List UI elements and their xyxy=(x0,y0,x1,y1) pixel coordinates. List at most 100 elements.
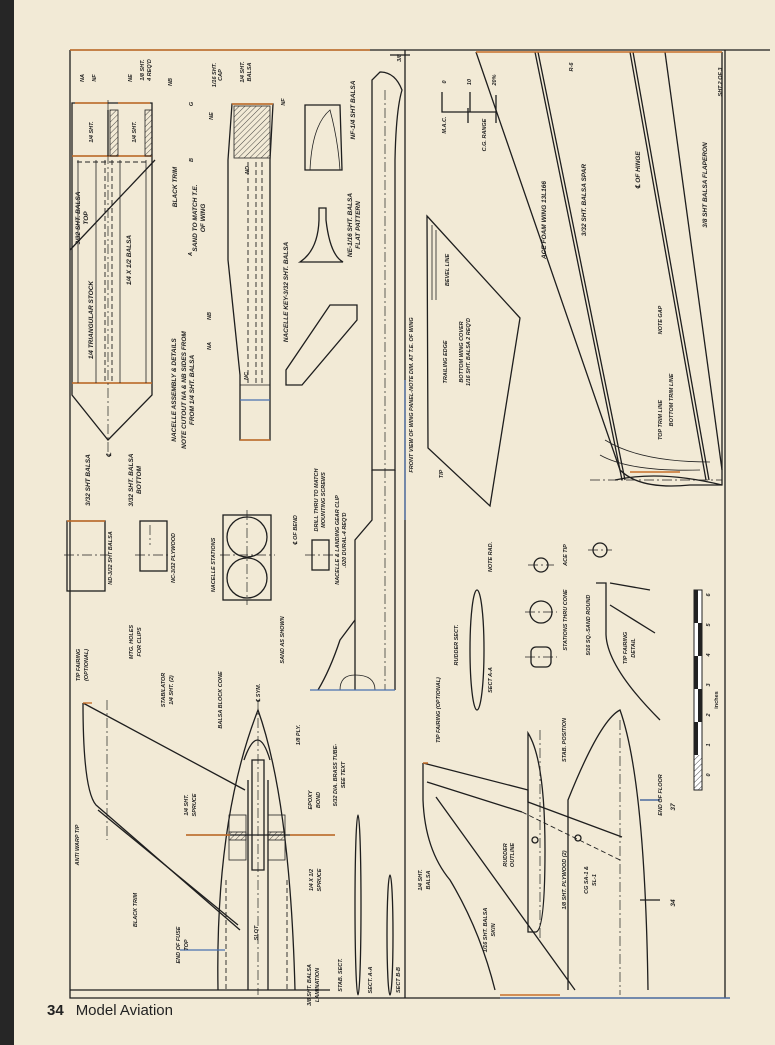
cone-stations xyxy=(525,542,612,668)
page-number: 34 xyxy=(47,1002,64,1019)
label-nb-2: NB xyxy=(207,312,213,320)
label-note-1: NOTE CUTOUT NA & NB SIDES FROM xyxy=(181,331,188,449)
fin-rudder-side-view xyxy=(422,709,660,996)
label-flaperon: 3/8 SHT BALSA FLAPERON xyxy=(702,142,709,228)
label-mac: M.A.C. xyxy=(442,116,448,134)
label-quarter-sht-2: 1/4 SHT. xyxy=(132,121,138,143)
label-rudder-sect: RUDDER SECT. xyxy=(454,624,460,665)
label-top-trim: TOP TRIM LINE xyxy=(658,400,664,440)
label-r6: R-6 xyxy=(569,62,575,72)
label-assembly-title: NACELLE ASSEMBLY & DETAILS xyxy=(171,338,178,442)
scale-bar xyxy=(693,589,703,791)
scale-tick-2: 2 xyxy=(706,713,712,717)
fuselage-tail-top-view xyxy=(70,700,335,995)
scale-tick-1: 1 xyxy=(706,743,712,746)
label-ne: NE xyxy=(128,74,134,82)
label-dim-3-8: 3/8 xyxy=(397,53,403,62)
label-spruce2-1: 1/4 X 1/2 xyxy=(309,869,315,891)
label-mac-20: 20% xyxy=(492,74,498,86)
nd-part xyxy=(64,520,108,592)
label-a: A xyxy=(188,252,194,257)
label-sym: ℄ SYM. xyxy=(255,683,262,702)
scale-tick-4: 4 xyxy=(706,653,712,657)
scale-tick-5: 5 xyxy=(706,623,712,627)
label-note-rad: NOTE RAD. xyxy=(488,541,494,572)
label-quarter-half-balsa: 1/4 X 1/2 BALSA xyxy=(126,235,133,286)
labels-bottom-left: ND-3/32 SHT BALSA NC-3/32 PLYWOOD MTG. H… xyxy=(75,468,402,1006)
label-nd-part: ND-3/32 SHT BALSA xyxy=(108,531,114,585)
label-b: B xyxy=(189,158,195,162)
scale-unit: inches xyxy=(714,691,720,708)
label-mac-10: 10 xyxy=(467,79,473,85)
label-sand-2: OF WING xyxy=(200,204,207,233)
mac-cg-indicator xyxy=(441,92,497,123)
rudder-section xyxy=(469,589,485,711)
label-brass-1: 5/32 DIA. BRASS TUBE- xyxy=(333,744,339,807)
label-triangular-stock: 1/4 TRIANGULAR STOCK xyxy=(88,280,95,360)
nacelle-top-view xyxy=(69,100,156,455)
stab-sections xyxy=(354,814,394,996)
label-sect-bb: SECT B-B xyxy=(396,967,402,993)
label-cover-2: 1/16 SHT. BALSA 2 REQ'D xyxy=(466,318,472,386)
label-sand-round: 5/16 SQ.-SAND ROUND xyxy=(586,595,592,656)
label-sect-aa: SECT. A-A xyxy=(368,967,374,994)
label-quarter-sht-1: 1/4 SHT. xyxy=(89,121,95,143)
fuselage-top-view xyxy=(310,50,410,998)
label-tip-fairing-1: TIP FAIRING xyxy=(76,648,82,681)
landing-gear-clip xyxy=(305,539,335,571)
sheet-number: SHT.2 OF 3 xyxy=(718,68,724,97)
label-nd: ND xyxy=(245,166,251,174)
label-nb: NB xyxy=(168,78,174,86)
label-anti-warp: ANTI WARP TIP xyxy=(75,824,81,866)
label-stabilator-1: STABILATOR xyxy=(161,673,167,708)
label-side-balsa-2: BALSA xyxy=(247,63,253,82)
label-clip-2: .020 DURAL-4 REQ'D xyxy=(342,512,348,567)
label-nc: NC xyxy=(244,371,250,380)
label-rudder-outline-2: OUTLINE xyxy=(510,843,516,867)
label-cap-1: 1/16 SHT. xyxy=(212,62,218,87)
label-nacelle-stations: NACELLE STATIONS xyxy=(211,537,217,592)
label-g: G xyxy=(189,101,195,106)
label-stabilator-2: 1/4 SHT. (2) xyxy=(169,675,175,705)
label-nf: NF xyxy=(92,74,98,82)
label-epoxy-2: BOND xyxy=(316,792,322,808)
label-spar: 3/32 SHT. BALSA SPAR xyxy=(581,164,588,236)
label-bottom-trim: BOTTOM TRIM LINE xyxy=(669,373,675,426)
ne-part xyxy=(297,207,344,263)
label-note-gap: NOTE GAP xyxy=(658,305,664,334)
scale-tick-3: 3 xyxy=(706,683,712,686)
nf-part xyxy=(304,104,343,171)
labels-wing: M.A.C. 0 10 20% C.G. RANGE R-6 SHT.2 OF … xyxy=(409,62,724,479)
label-drill-2: MOUNTING SCREWS xyxy=(321,472,327,528)
label-nf-part: NF-1/4 SHT BALSA xyxy=(350,80,357,139)
label-brass-2: SEE TEXT xyxy=(341,761,347,788)
nacelle-side-view xyxy=(227,103,274,441)
label-tip-detail-1: TIP FAIRING xyxy=(623,631,629,664)
label-bottom: BOTTOM xyxy=(136,465,143,494)
label-stab-position: STAB. POSITION xyxy=(562,717,568,762)
label-spruce-1: 1/4 SHT. xyxy=(184,794,190,816)
label-cap-2: CAP xyxy=(218,69,224,81)
label-sand-1: SAND TO MATCH T.E. xyxy=(192,184,199,251)
label-lam-1: 3/8 SHT. BALSA xyxy=(307,964,313,1006)
label-top-balsa: 3/32 SHT. BALSA xyxy=(75,191,82,244)
label-balsa-cone: BALSA BLOCK CONE xyxy=(218,671,224,729)
label-balsa-1: 1/4 SHT. xyxy=(418,869,424,891)
label-side-balsa-1: 1/4 SHT. xyxy=(240,61,246,83)
label-end-fuse-1: END OF FUSE xyxy=(176,926,182,963)
label-dim-34: 34 xyxy=(670,899,677,907)
label-centerline: ℄ xyxy=(106,452,113,457)
label-rudder-outline-1: RUDDER xyxy=(503,843,509,867)
label-bend: ℄ OF BEND xyxy=(292,515,299,545)
label-stab-sect: STAB. SECT. xyxy=(338,958,344,992)
label-sand-shown: SAND AS SHOWN xyxy=(280,615,286,663)
label-black-trim-2: BLACK TRIM xyxy=(133,892,139,927)
label-ace-tip: ACE TIP xyxy=(563,544,569,567)
label-1-8-sht: 1/8 SHT. xyxy=(140,59,146,81)
label-drill-1: DRILL THRU TO MATCH xyxy=(314,468,320,532)
sheet-border xyxy=(69,49,770,999)
label-skin-1: 1/16 SHT. BALSA xyxy=(483,908,489,953)
label-mtg-2: FOR CLIPS xyxy=(137,627,143,657)
